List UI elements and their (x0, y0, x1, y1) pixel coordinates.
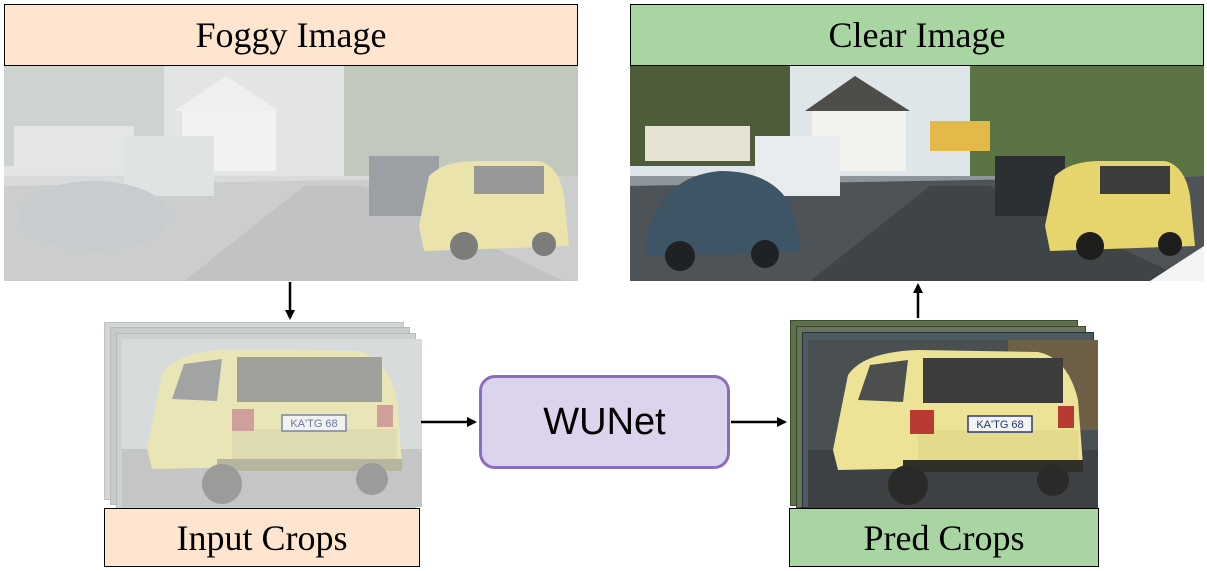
foggy-street-scene (4, 66, 578, 281)
input-crop-car: KA'TG 68 (122, 339, 422, 507)
clear-street-scene (630, 66, 1204, 281)
pred-crops-label-text: Pred Crops (863, 517, 1025, 558)
pred-crop-car: KA'TG 68 (808, 340, 1098, 508)
input-crop-front: KA'TG 68 (122, 339, 422, 507)
wunet-model-label: WUNet (543, 400, 666, 443)
input-crop-plate-text: KA'TG 68 (290, 418, 337, 430)
pred-crops-label: Pred Crops (789, 508, 1099, 567)
foggy-image-label-text: Foggy Image (195, 15, 387, 55)
clear-street-photo (630, 66, 1204, 281)
foggy-image-label: Foggy Image (4, 4, 578, 66)
foggy-street-photo (4, 66, 578, 281)
input-crops-label: Input Crops (104, 508, 420, 567)
clear-image-label: Clear Image (630, 4, 1204, 66)
pred-crop-plate-text: KA'TG 68 (976, 419, 1023, 431)
pred-crop-front: KA'TG 68 (808, 340, 1098, 508)
wunet-model-block: WUNet (479, 375, 730, 469)
clear-image-label-text: Clear Image (828, 15, 1006, 55)
input-crops-label-text: Input Crops (176, 517, 348, 558)
